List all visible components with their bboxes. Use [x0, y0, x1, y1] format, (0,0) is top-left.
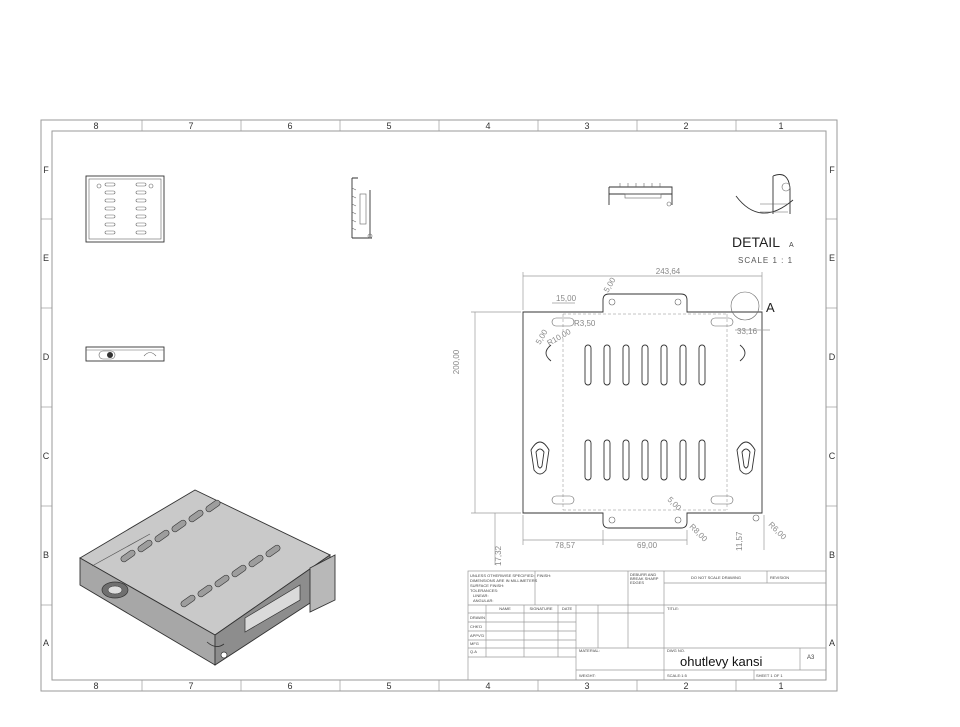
zone-row-left-C: C	[43, 451, 50, 461]
zone-row-right-F: F	[829, 165, 835, 175]
dim-r8: R8,00	[688, 522, 710, 544]
dim-r35: R3,50	[574, 319, 596, 328]
view-side-small	[351, 177, 373, 239]
tb-title-label: TITLE:	[667, 606, 679, 611]
title-block-grid	[467, 570, 827, 681]
dim-33: 33,16	[737, 327, 758, 336]
dim-r10: R10,00	[546, 327, 573, 348]
sheet-size: A3	[807, 655, 815, 661]
tb-scale-label: SCALE:1:5	[667, 673, 688, 678]
tb-do-not-scale: DO NOT SCALE DRAWING	[691, 575, 741, 580]
zone-col-bottom-1: 1	[778, 681, 783, 691]
view-bottom-small	[85, 346, 165, 362]
dim-78: 78,57	[555, 541, 576, 550]
tb-note-6: ANGULAR:	[473, 598, 493, 603]
detail-scale: SCALE 1 : 1	[738, 256, 793, 265]
view-top-small	[85, 175, 165, 243]
zone-row-left-B: B	[43, 550, 49, 560]
tb-dwg-no-label: DWG NO.	[667, 648, 685, 653]
zone-row-right-E: E	[829, 253, 835, 263]
zone-row-left-A: A	[43, 638, 49, 648]
zone-col-top-3: 3	[584, 121, 589, 131]
zone-row-right-B: B	[829, 550, 835, 560]
tb-row-drawn: DRAWN	[470, 615, 485, 620]
zone-col-bottom-8: 8	[93, 681, 98, 691]
zone-col-bottom-5: 5	[386, 681, 391, 691]
zone-col-bottom-7: 7	[188, 681, 193, 691]
zone-col-bottom-6: 6	[287, 681, 292, 691]
tb-header-signature: SIGNATURE	[529, 606, 552, 611]
zone-col-top-6: 6	[287, 121, 292, 131]
tb-revision-label: REVISION	[770, 575, 789, 580]
zone-row-right-A: A	[829, 638, 835, 648]
bottom-view-hole	[107, 352, 113, 358]
tb-row-appvd: APPV'D	[470, 633, 484, 638]
zone-col-top-7: 7	[188, 121, 193, 131]
tb-weight-label: WEIGHT:	[579, 673, 596, 678]
dimension-lines	[471, 272, 770, 565]
part-name: ohutlevy kansi	[680, 654, 762, 669]
tb-header-name: NAME	[499, 606, 511, 611]
zone-col-bottom-3: 3	[584, 681, 589, 691]
zone-row-left-E: E	[43, 253, 49, 263]
detail-letter: A	[789, 242, 794, 249]
tb-row-qa: Q.A	[470, 649, 477, 654]
tb-row-chkd: CHK'D	[470, 624, 482, 629]
tb-deburr-3: EDGES	[630, 580, 644, 585]
zone-col-top-2: 2	[683, 121, 688, 131]
detail-title: DETAIL	[732, 234, 780, 250]
tb-material-label: MATERIAL:	[579, 648, 600, 653]
zone-row-left-D: D	[43, 352, 50, 362]
tb-note-3: SURFACE FINISH:	[470, 583, 504, 588]
tb-header-date: DATE	[562, 606, 573, 611]
view-main-flat	[522, 291, 763, 529]
view-detail-a	[735, 174, 794, 214]
zone-ticks	[41, 120, 837, 691]
tb-finish-label: FINISH:	[537, 573, 551, 578]
view-isometric	[79, 489, 336, 666]
dim-11: 11,57	[735, 531, 744, 551]
tb-note-2: DIMENSIONS ARE IN MILLIMETERS	[470, 578, 538, 583]
dim-r6: R6,00	[767, 520, 789, 542]
detail-callout: A	[766, 300, 775, 315]
dim-15: 15,00	[556, 294, 577, 303]
tb-row-mfg: MFG	[470, 641, 479, 646]
dim-69: 69,00	[637, 541, 658, 550]
tb-sheet-label: SHEET 1 OF 1	[756, 673, 783, 678]
tb-deburr-2: BREAK SHARP	[630, 576, 659, 581]
zone-col-bottom-2: 2	[683, 681, 688, 691]
dim-overall-width: 243,64	[656, 267, 681, 276]
tb-note-4: TOLERANCES:	[470, 588, 498, 593]
tb-deburr-1: DEBURR AND	[630, 572, 656, 577]
dim-5b: 5,00	[602, 276, 618, 294]
zone-row-right-C: C	[829, 451, 836, 461]
zone-col-top-5: 5	[386, 121, 391, 131]
zone-col-top-1: 1	[778, 121, 783, 131]
zone-col-top-8: 8	[93, 121, 98, 131]
tb-note-5: LINEAR:	[473, 593, 489, 598]
zone-col-top-4: 4	[485, 121, 490, 131]
zone-row-right-D: D	[829, 352, 836, 362]
dim-17: 17,32	[494, 545, 503, 566]
tb-note-1: UNLESS OTHERWISE SPECIFIED:	[470, 573, 535, 578]
zone-col-bottom-4: 4	[485, 681, 490, 691]
zone-row-left-F: F	[43, 165, 49, 175]
dim-height: 200,00	[452, 349, 461, 374]
view-front-small	[608, 183, 673, 207]
